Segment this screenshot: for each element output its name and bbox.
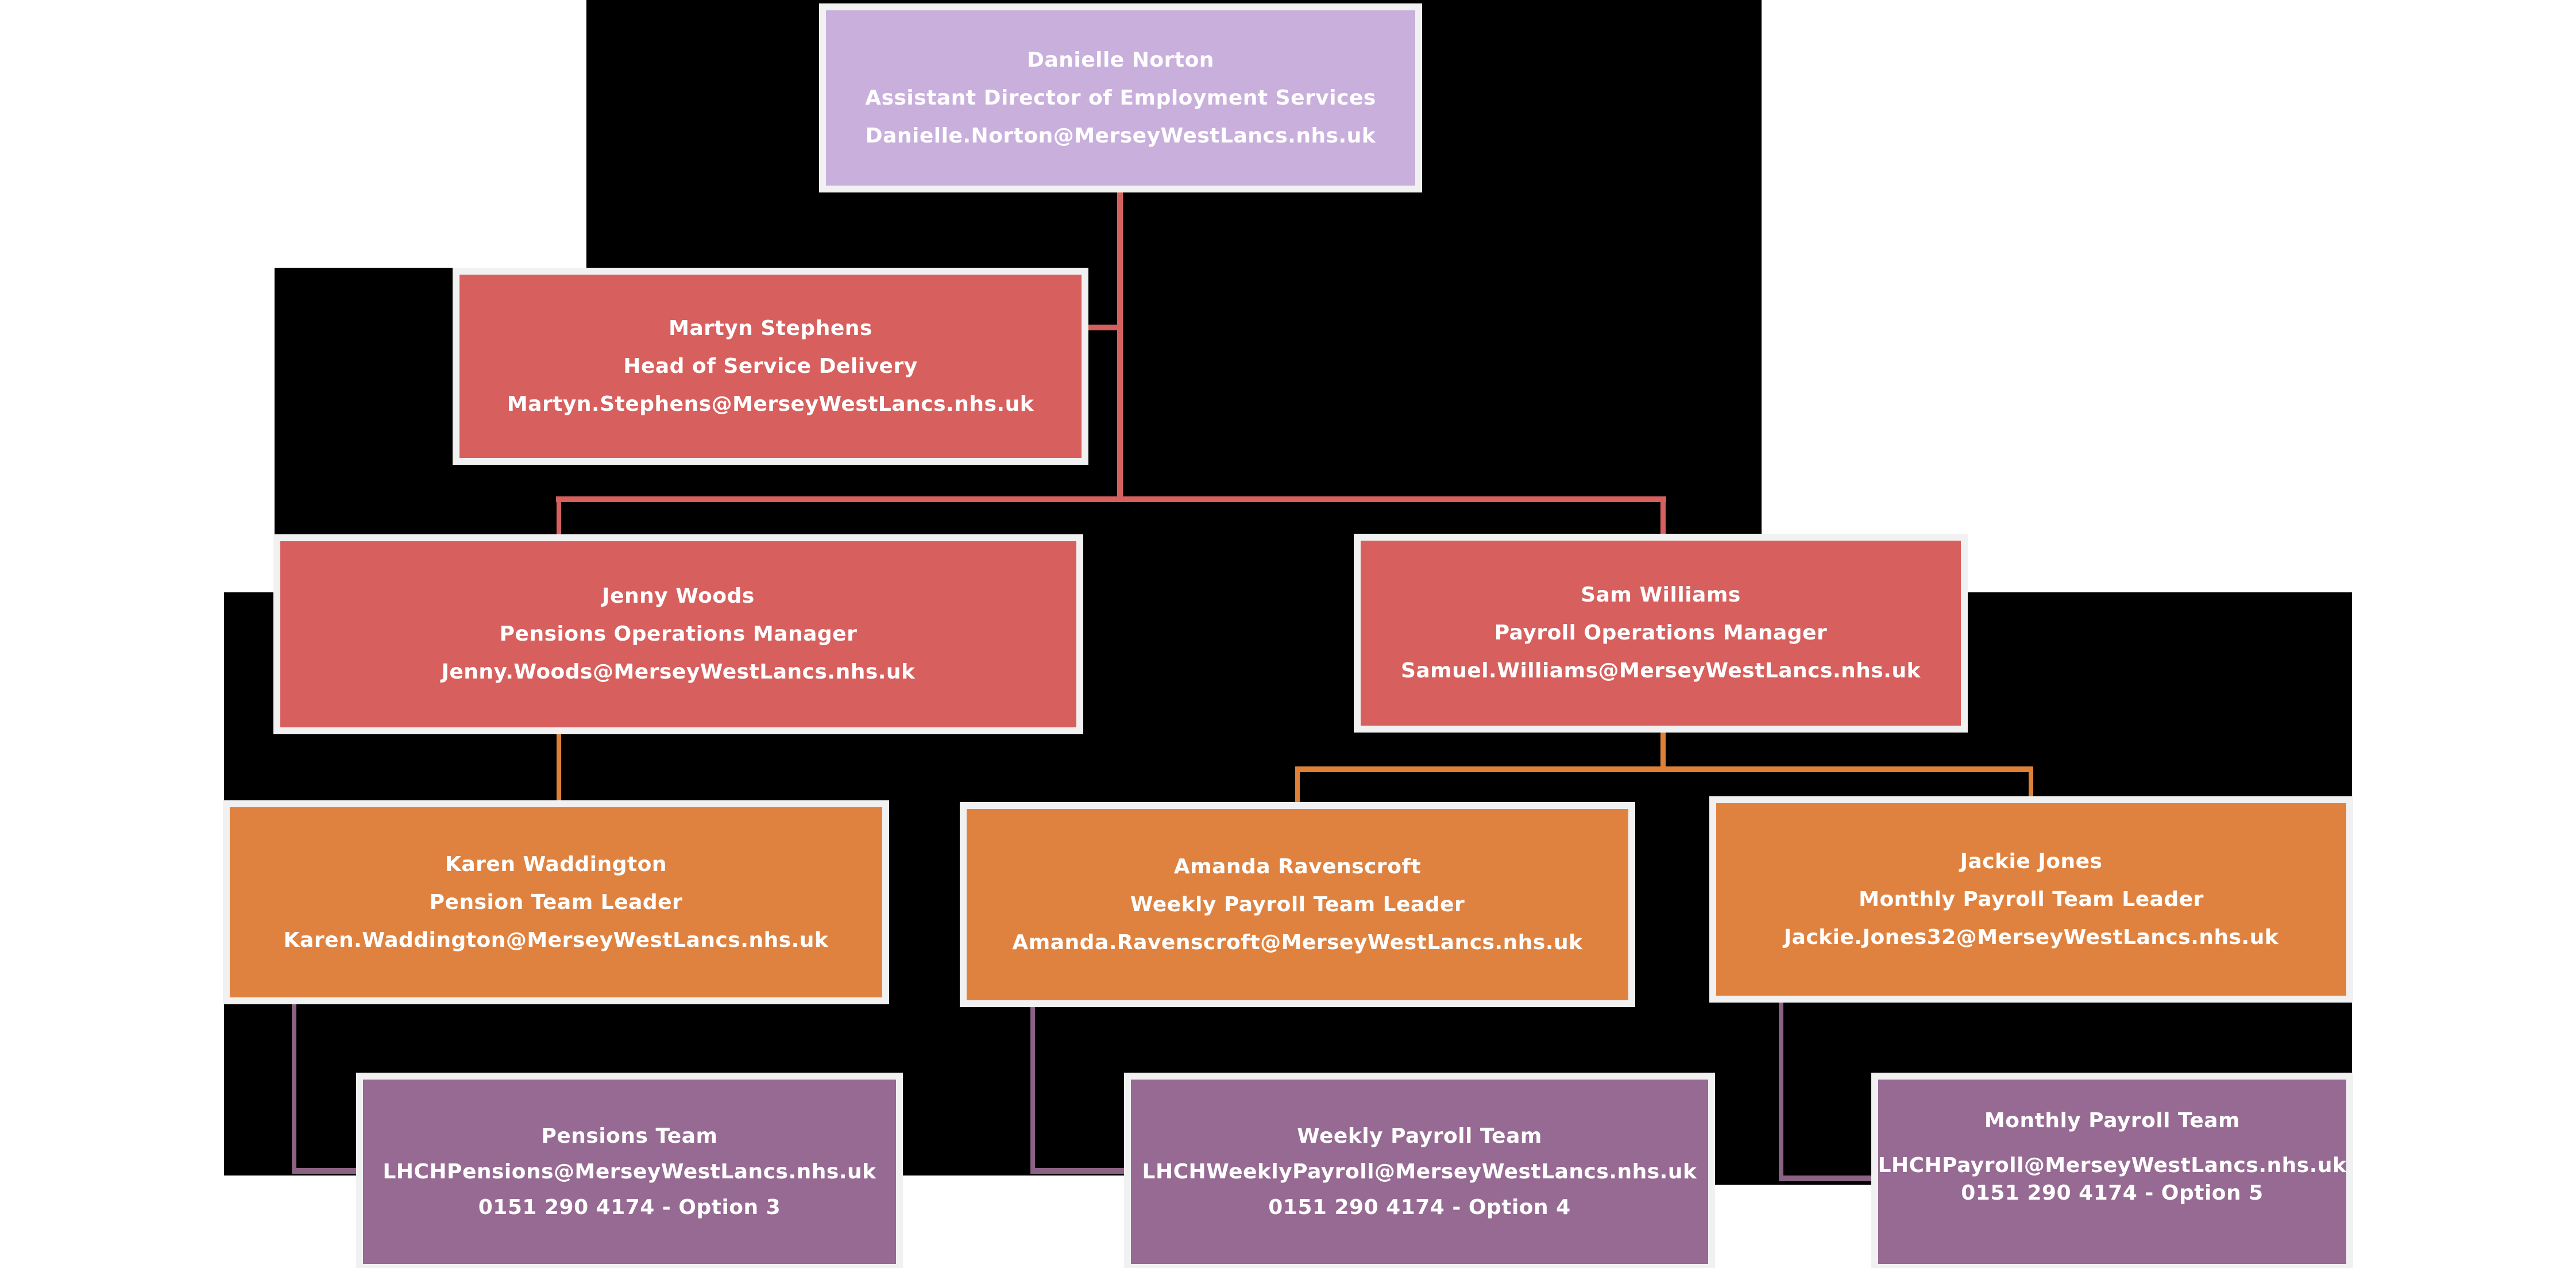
org-node-monthly-payroll-team: Monthly Payroll Team LHCHPayroll@MerseyW… xyxy=(1871,1073,2353,1268)
org-node-martyn-stephens: Martyn Stephens Head of Service Delivery… xyxy=(453,268,1088,465)
org-node-amanda-ravenscroft: Amanda Ravenscroft Weekly Payroll Team L… xyxy=(960,802,1635,1007)
node-title: Weekly Payroll Team Leader xyxy=(1130,892,1465,916)
node-phone: 0151 290 4174 - Option 5 xyxy=(1961,1181,2264,1205)
node-name: Karen Waddington xyxy=(445,852,667,876)
node-name: Martyn Stephens xyxy=(669,316,872,340)
node-phone: 0151 290 4174 - Option 3 xyxy=(478,1195,781,1219)
connector-karen-drop xyxy=(292,997,296,1174)
connector-drop-to-jackie xyxy=(2029,770,2033,805)
org-node-karen-waddington: Karen Waddington Pension Team Leader Kar… xyxy=(223,800,889,1004)
node-title: Pensions Operations Manager xyxy=(499,622,858,646)
node-content: Sam Williams Payroll Operations Manager … xyxy=(1361,576,1961,690)
node-email: Danielle.Norton@MerseyWestLancs.nhs.uk xyxy=(865,124,1376,148)
node-title: Pension Team Leader xyxy=(429,890,683,914)
node-name: Jackie Jones xyxy=(1960,849,2103,873)
node-name: Danielle Norton xyxy=(1027,48,1214,72)
node-content: Danielle Norton Assistant Director of Em… xyxy=(826,41,1415,155)
org-node-weekly-payroll-team: Weekly Payroll Team LHCHWeeklyPayroll@Me… xyxy=(1124,1073,1715,1268)
org-node-jackie-jones: Jackie Jones Monthly Payroll Team Leader… xyxy=(1709,796,2353,1003)
connector-drop-to-amanda xyxy=(1295,770,1300,810)
node-content: Jackie Jones Monthly Payroll Team Leader… xyxy=(1716,843,2346,957)
connector-jackie-to-monthly xyxy=(1779,1175,1876,1181)
node-email: Martyn.Stephens@MerseyWestLancs.nhs.uk xyxy=(507,392,1034,416)
node-title: Monthly Payroll Team Leader xyxy=(1859,887,2204,911)
node-title: Payroll Operations Manager xyxy=(1494,621,1828,645)
node-title: Head of Service Delivery xyxy=(623,354,918,378)
node-phone: 0151 290 4174 - Option 4 xyxy=(1268,1195,1571,1219)
node-title: Assistant Director of Employment Service… xyxy=(865,86,1376,110)
node-email: LHCHWeeklyPayroll@MerseyWestLancs.nhs.uk xyxy=(1142,1159,1697,1184)
node-content: Karen Waddington Pension Team Leader Kar… xyxy=(230,846,882,959)
node-email: LHCHPayroll@MerseyWestLancs.nhs.uk xyxy=(1878,1153,2347,1177)
node-email: Jackie.Jones32@MerseyWestLancs.nhs.uk xyxy=(1783,925,2279,949)
connector-drop-to-sam xyxy=(1660,500,1666,543)
node-name: Pensions Team xyxy=(541,1124,718,1148)
node-email: LHCHPensions@MerseyWestLancs.nhs.uk xyxy=(383,1159,876,1184)
node-name: Sam Williams xyxy=(1581,583,1741,607)
connector-level2-horizontal xyxy=(556,496,1666,502)
node-email: Amanda.Ravenscroft@MerseyWestLancs.nhs.u… xyxy=(1012,930,1583,954)
connector-amanda-to-weekly xyxy=(1030,1168,1134,1174)
connector-danielle-drop xyxy=(1117,190,1123,502)
connector-amanda-drop xyxy=(1030,1000,1035,1174)
node-content: Pensions Team LHCHPensions@MerseyWestLan… xyxy=(363,1119,896,1225)
org-node-sam-williams: Sam Williams Payroll Operations Manager … xyxy=(1354,534,1968,733)
node-name: Weekly Payroll Team xyxy=(1297,1124,1542,1148)
connector-jenny-to-karen xyxy=(557,727,561,808)
connector-martyn-stub xyxy=(1082,325,1122,330)
node-email: Karen.Waddington@MerseyWestLancs.nhs.uk xyxy=(283,928,829,952)
connector-jackie-drop xyxy=(1779,996,1783,1181)
node-content: Jenny Woods Pensions Operations Manager … xyxy=(280,577,1076,691)
connector-level4-horizontal xyxy=(1295,766,2033,772)
org-node-pensions-team: Pensions Team LHCHPensions@MerseyWestLan… xyxy=(356,1073,903,1268)
org-node-danielle-norton: Danielle Norton Assistant Director of Em… xyxy=(819,3,1422,192)
node-content: Martyn Stephens Head of Service Delivery… xyxy=(459,310,1082,423)
connector-karen-to-pensions xyxy=(292,1168,362,1174)
node-name: Jenny Woods xyxy=(602,584,755,608)
node-email: Jenny.Woods@MerseyWestLancs.nhs.uk xyxy=(441,660,916,684)
connector-sam-drop xyxy=(1660,726,1666,772)
node-content: Weekly Payroll Team LHCHWeeklyPayroll@Me… xyxy=(1131,1119,1708,1225)
node-email: Samuel.Williams@MerseyWestLancs.nhs.uk xyxy=(1400,659,1921,683)
node-content: Monthly Payroll Team LHCHPayroll@MerseyW… xyxy=(1878,1109,2346,1205)
org-node-jenny-woods: Jenny Woods Pensions Operations Manager … xyxy=(273,534,1083,734)
node-content: Amanda Ravenscroft Weekly Payroll Team L… xyxy=(967,848,1628,962)
connector-drop-to-jenny xyxy=(557,500,561,543)
node-name: Monthly Payroll Team xyxy=(1984,1108,2241,1132)
node-name: Amanda Ravenscroft xyxy=(1173,854,1422,878)
